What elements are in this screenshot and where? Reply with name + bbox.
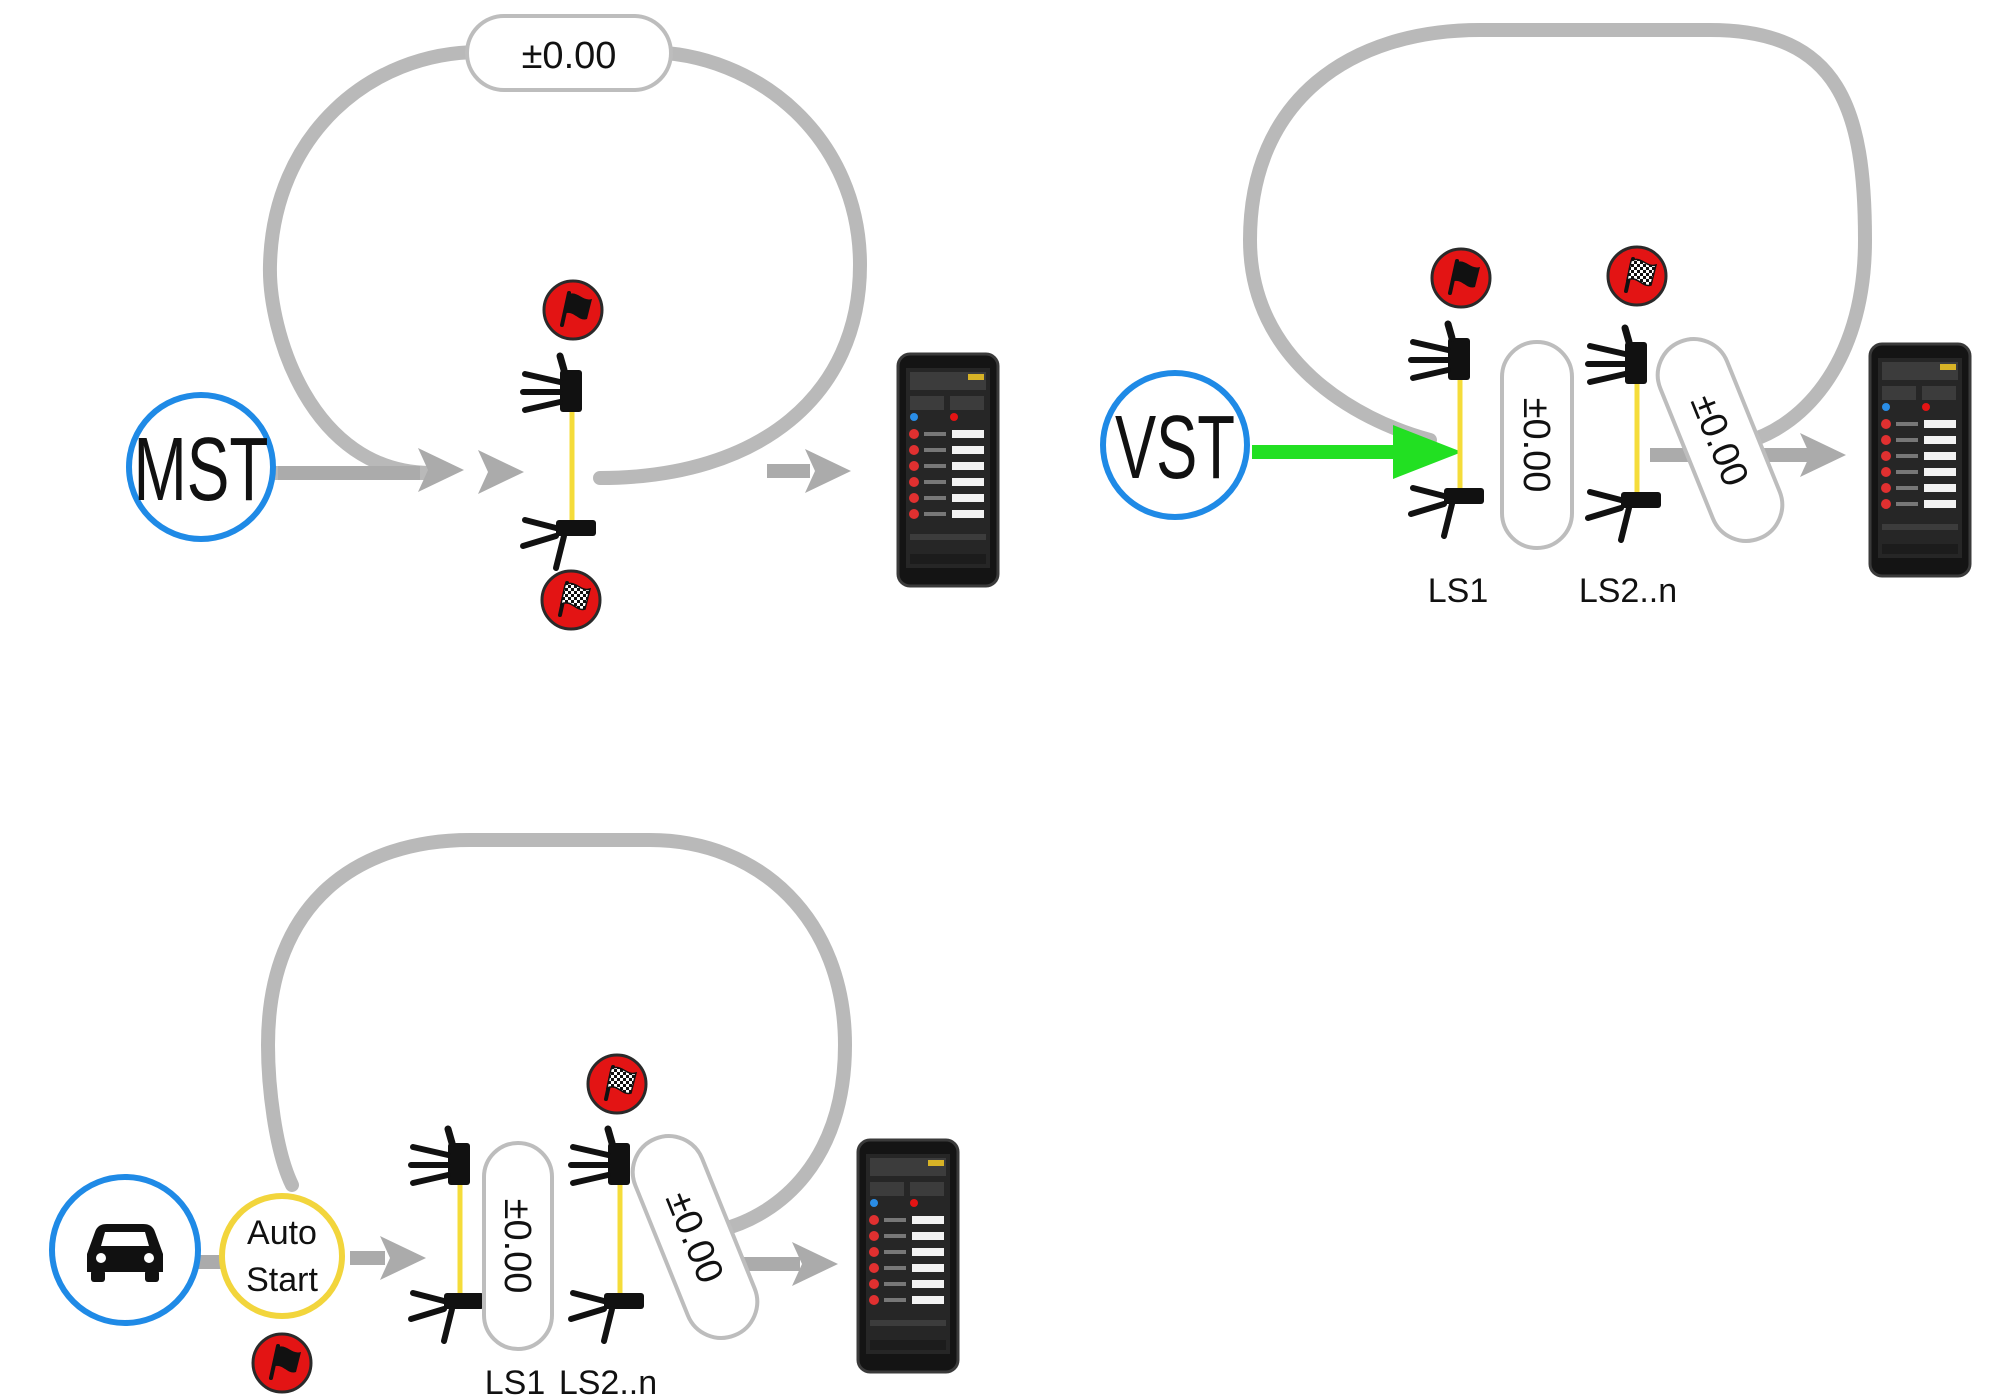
gate-1-label: LS1 — [485, 1364, 546, 1399]
checkered-flag-icon — [586, 1053, 648, 1115]
vst-circle — [1100, 370, 1250, 520]
smartphone-icon — [856, 1138, 960, 1374]
auto-start-label-line2: Start — [246, 1261, 318, 1299]
mst-diagram: MST ±0.00 — [126, 14, 1000, 631]
track-loop — [1242, 23, 1873, 449]
gate-2-label: LS2..n — [1579, 572, 1677, 610]
time-pill-1-text: ±0.00 — [1515, 398, 1557, 493]
vst-diagram: VST ±0.00 ±0.00 LS1 LS2..n — [1100, 23, 1972, 610]
arrow-head-1 — [380, 1236, 426, 1280]
auto-start-diagram: Auto Start ±0.00 ±0.00 LS1 LS2..n — [49, 833, 960, 1399]
time-pill-2 — [1655, 337, 1785, 543]
checkered-flag-icon — [1606, 245, 1668, 307]
checkered-flag-icon — [540, 569, 602, 631]
red-flag-icon — [542, 279, 604, 341]
vst-label: VST — [1115, 398, 1235, 498]
time-pill — [465, 14, 673, 92]
light-barrier-gate — [523, 356, 596, 568]
car-icon — [87, 1224, 163, 1282]
arrow-head-2 — [478, 450, 524, 494]
track-loop — [260, 833, 853, 1237]
light-barrier-gate-1 — [1411, 324, 1484, 536]
time-pill-2 — [630, 1134, 760, 1340]
light-barrier-gate-1 — [411, 1129, 484, 1341]
mst-label: MST — [134, 420, 269, 520]
gate-2-label: LS2..n — [559, 1364, 657, 1399]
track-loop — [243, 45, 868, 485]
red-flag-icon — [1430, 247, 1492, 309]
time-pill-1-text: ±0.00 — [496, 1199, 538, 1294]
green-arrow-head — [1393, 425, 1462, 479]
auto-start-label-line1: Auto — [247, 1214, 317, 1252]
mst-circle — [126, 392, 276, 542]
time-pill-1 — [1500, 340, 1574, 550]
smartphone-icon — [1868, 342, 1972, 578]
arrow-head-3 — [805, 449, 851, 493]
auto-start-circle — [219, 1193, 345, 1319]
time-pill-text: ±0.00 — [522, 35, 617, 77]
gate-1-label: LS1 — [1428, 572, 1489, 610]
smartphone-icon — [896, 352, 1000, 588]
red-flag-icon — [251, 1332, 313, 1394]
time-pill-1 — [482, 1141, 554, 1351]
light-barrier-gate-2 — [1588, 328, 1661, 540]
